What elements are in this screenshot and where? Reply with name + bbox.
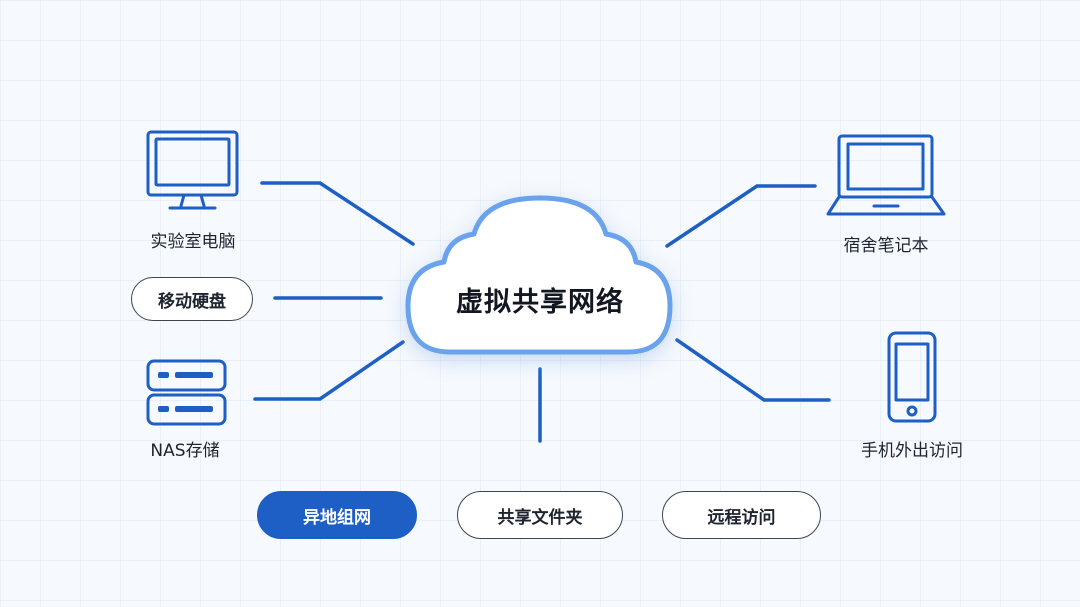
desktop-monitor-icon [146,130,239,210]
connector-phone [675,338,831,402]
smartphone-icon [887,331,937,423]
feature-shared-folder-button[interactable]: 共享文件夹 [457,491,623,539]
device-label-laptop: 宿舍笔记本 [843,236,929,256]
feature-remote-networking-button[interactable]: 异地组网 [257,491,417,539]
server-rack-icon [146,359,227,426]
device-label-nas: NAS存储 [150,441,220,461]
cloud-icon [405,195,673,355]
connector-nas [253,340,405,401]
connector-lab-pc [260,181,415,246]
connector-laptop [665,184,817,248]
network-title: 虚拟共享网络 [456,287,624,318]
device-label-phone: 手机外出访问 [861,441,963,461]
feature-remote-access-button[interactable]: 远程访问 [662,491,821,539]
laptop-icon [826,134,946,216]
mobile-disk-pill: 移动硬盘 [131,277,253,321]
device-label-lab-pc: 实验室电脑 [150,232,236,252]
